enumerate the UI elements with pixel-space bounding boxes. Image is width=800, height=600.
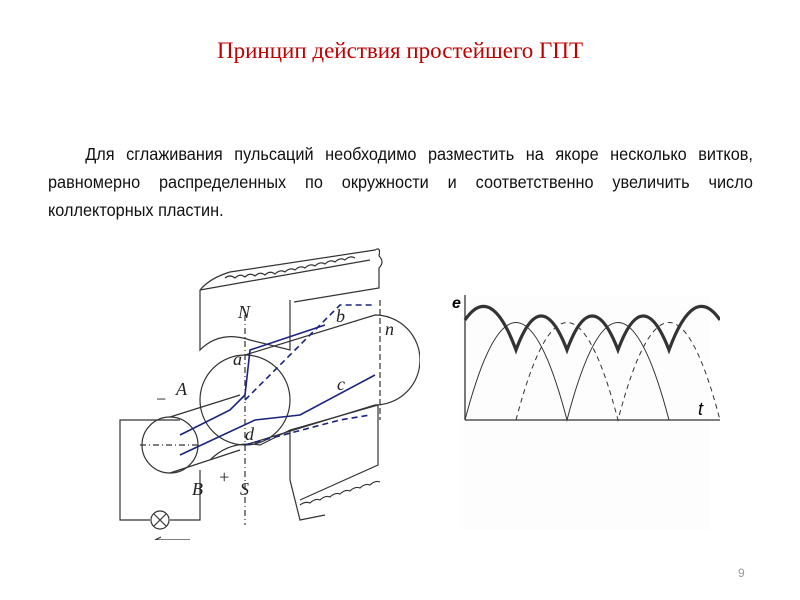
label-n-pole: N (237, 302, 251, 322)
page-number: 9 (738, 566, 745, 580)
label-minus: − (155, 389, 167, 409)
x-axis-label: t (698, 399, 704, 419)
label-brush-a: A (175, 379, 188, 399)
dc-generator-diagram: N S a b c d A B − + n (119, 248, 420, 540)
label-b: b (336, 306, 345, 326)
body-paragraph: Для сглаживания пульсаций необходимо раз… (48, 144, 753, 220)
label-a: a (233, 349, 242, 369)
label-d: d (245, 424, 255, 444)
label-s-pole: S (240, 479, 249, 499)
label-rotation-n: n (385, 319, 394, 339)
label-c: c (337, 374, 345, 394)
slide-title: Принцип действия простейшего ГПТ (216, 38, 584, 63)
emf-chart: e t (452, 295, 720, 530)
label-plus: + (218, 467, 230, 487)
y-axis-label: e (452, 295, 461, 312)
label-brush-b: B (192, 479, 203, 499)
